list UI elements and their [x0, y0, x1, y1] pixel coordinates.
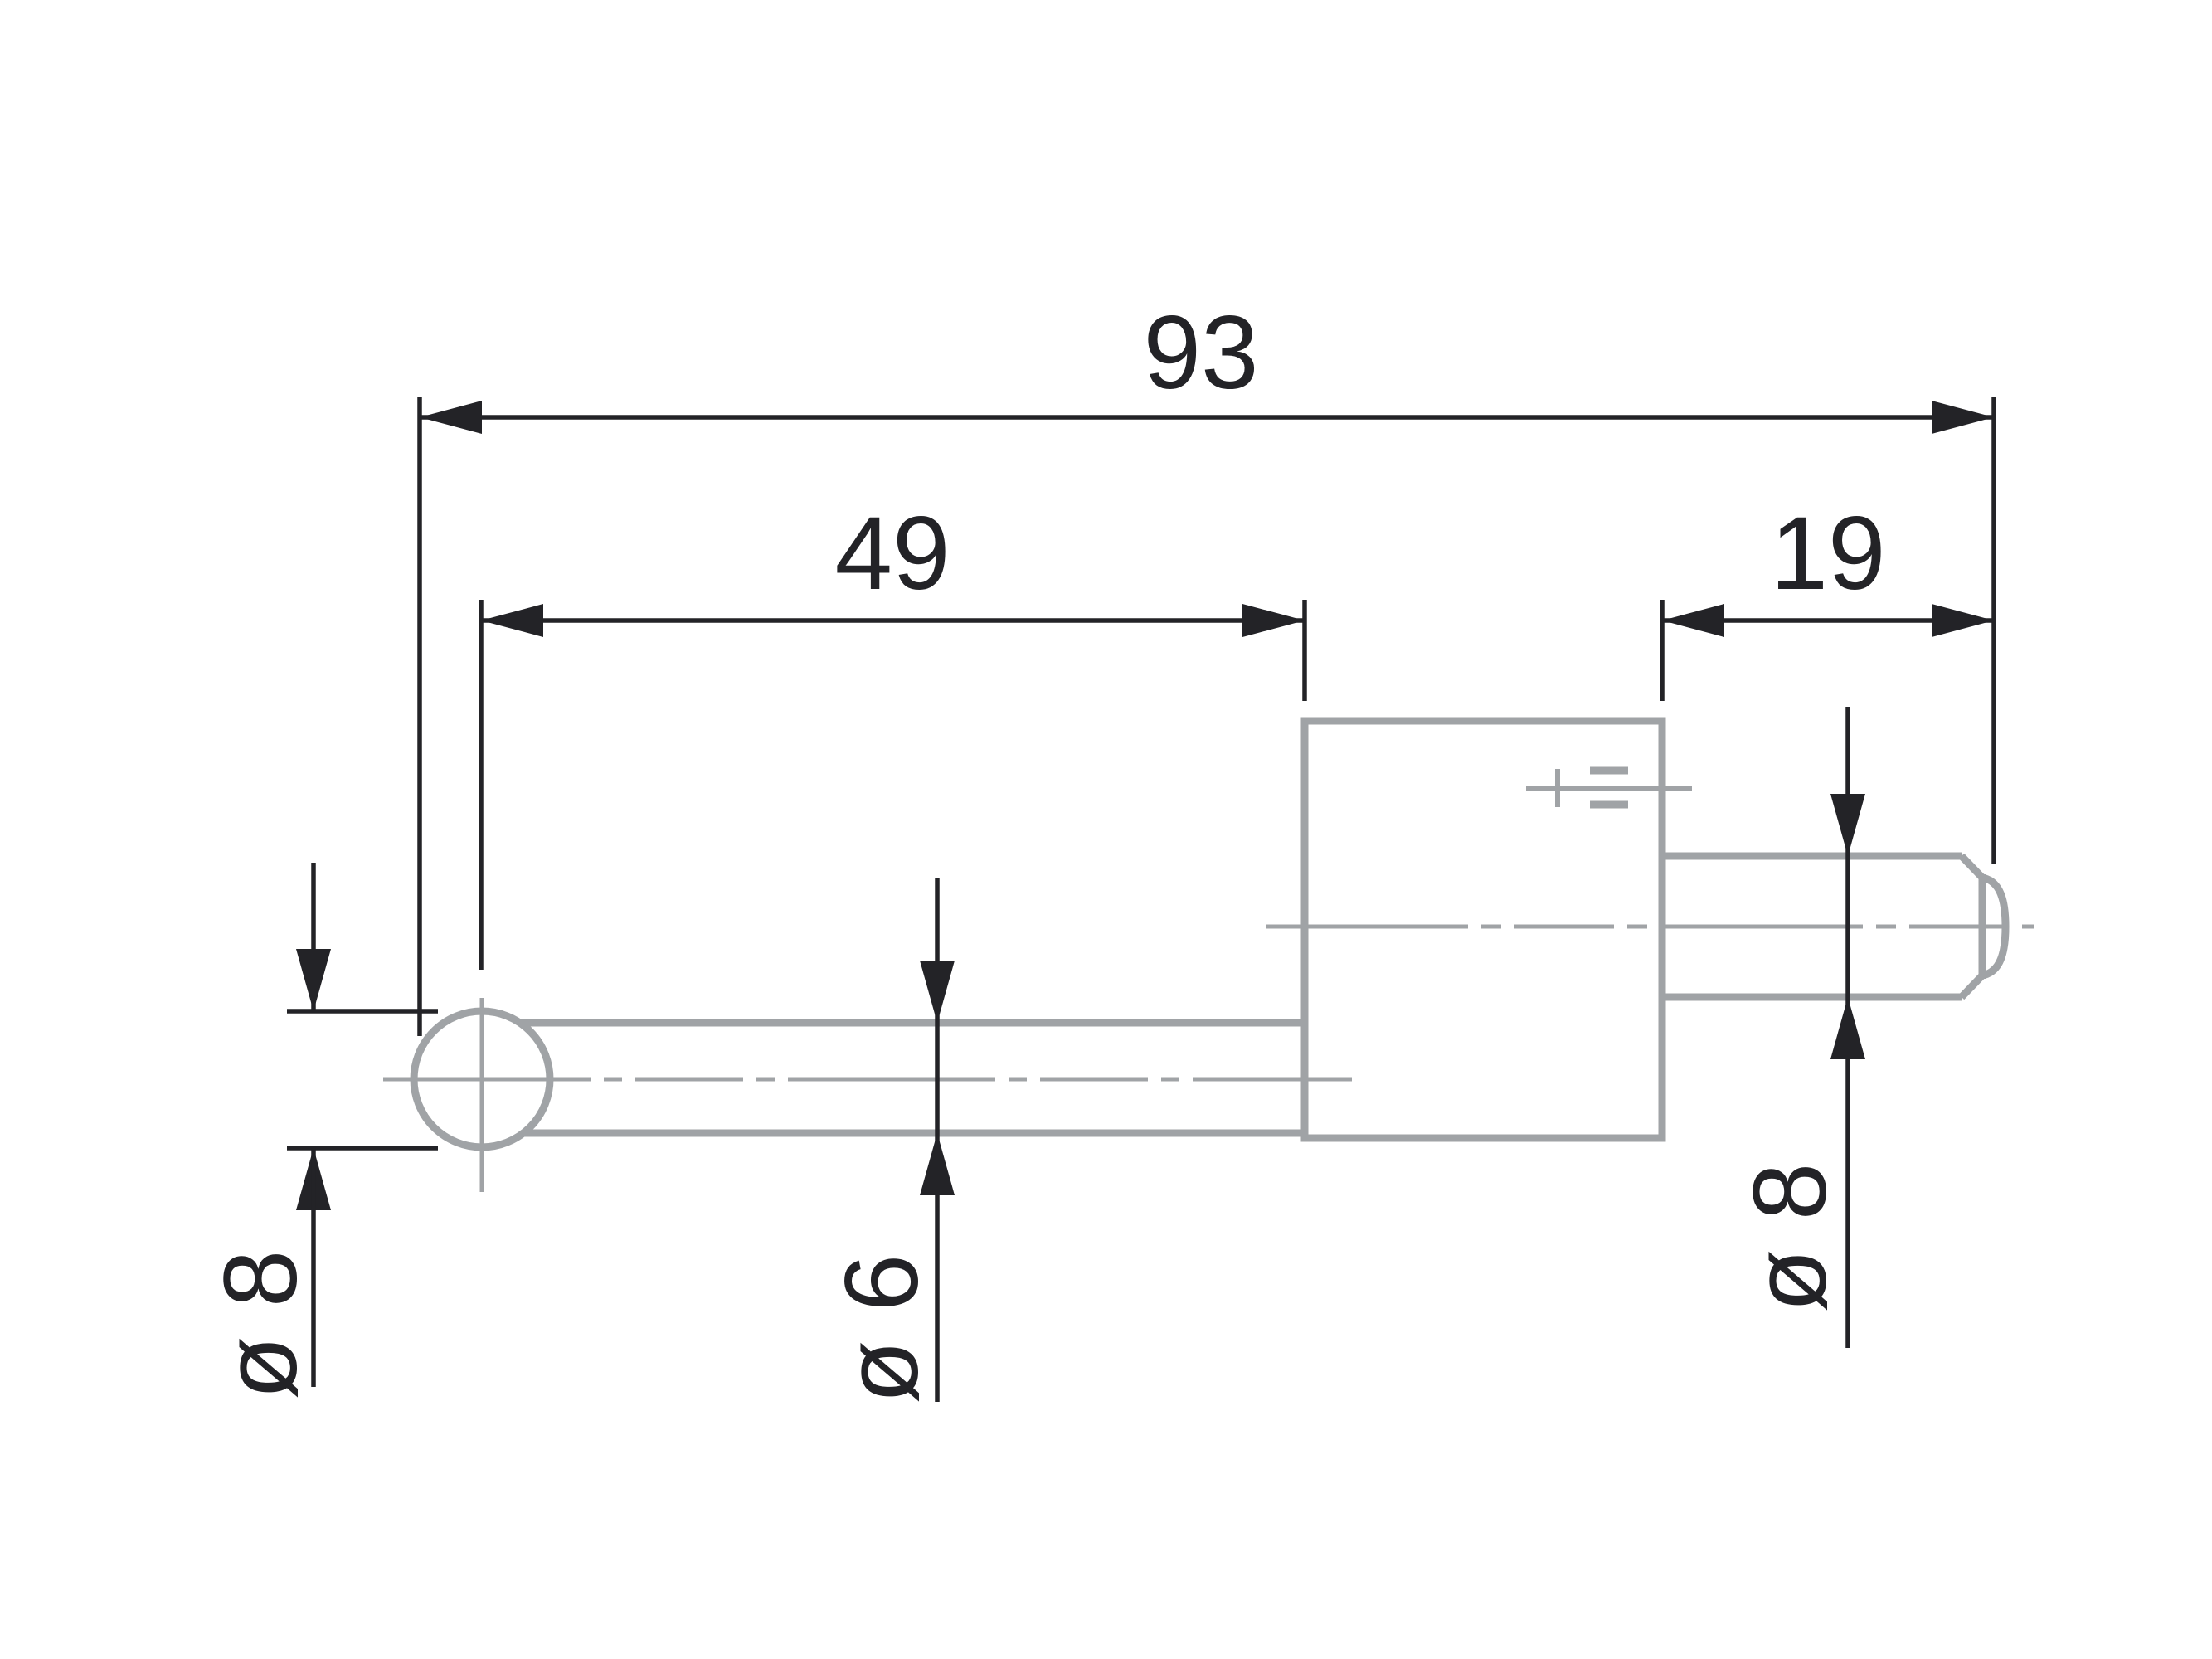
arrowhead-down-icon: [1830, 794, 1865, 856]
dimension-ball-center-to-body: 49: [479, 496, 1307, 970]
arrowhead-left-icon: [1662, 604, 1724, 637]
dimension-label-49: 49: [834, 496, 950, 611]
arrowhead-up-icon: [920, 1133, 955, 1195]
body-marking: [1526, 766, 1692, 809]
dimension-stem-length: 19: [1660, 496, 1994, 701]
dimension-stem-diameter: ø 8: [1733, 707, 1865, 1348]
dimension-shaft-diameter: ø 6: [824, 878, 955, 1404]
arrowhead-down-icon: [296, 949, 331, 1011]
arrowhead-right-icon: [1932, 604, 1994, 637]
dimension-label-ball-dia: ø 8: [203, 1250, 318, 1400]
dimension-overall-length: 93: [417, 295, 1996, 1036]
arrowhead-right-icon: [1932, 401, 1994, 434]
arrowhead-left-icon: [420, 401, 482, 434]
stem-bottom-chamfer: [1958, 972, 1986, 1000]
arrowhead-up-icon: [1830, 997, 1865, 1059]
dimension-ball-diameter: ø 8: [203, 863, 438, 1399]
arrowhead-left-icon: [481, 604, 543, 637]
body-block-outline: [1300, 717, 1666, 1142]
arrowhead-right-icon: [1242, 604, 1305, 637]
dimension-label-stem-dia: ø 8: [1733, 1163, 1848, 1313]
dimension-label-shaft-dia: ø 6: [824, 1254, 940, 1404]
dimension-label-93: 93: [1143, 295, 1258, 411]
arrowhead-down-icon: [920, 961, 955, 1023]
stem-top-chamfer: [1958, 853, 1986, 881]
dimension-label-19: 19: [1770, 496, 1885, 611]
stylus-part: [383, 717, 2034, 1192]
